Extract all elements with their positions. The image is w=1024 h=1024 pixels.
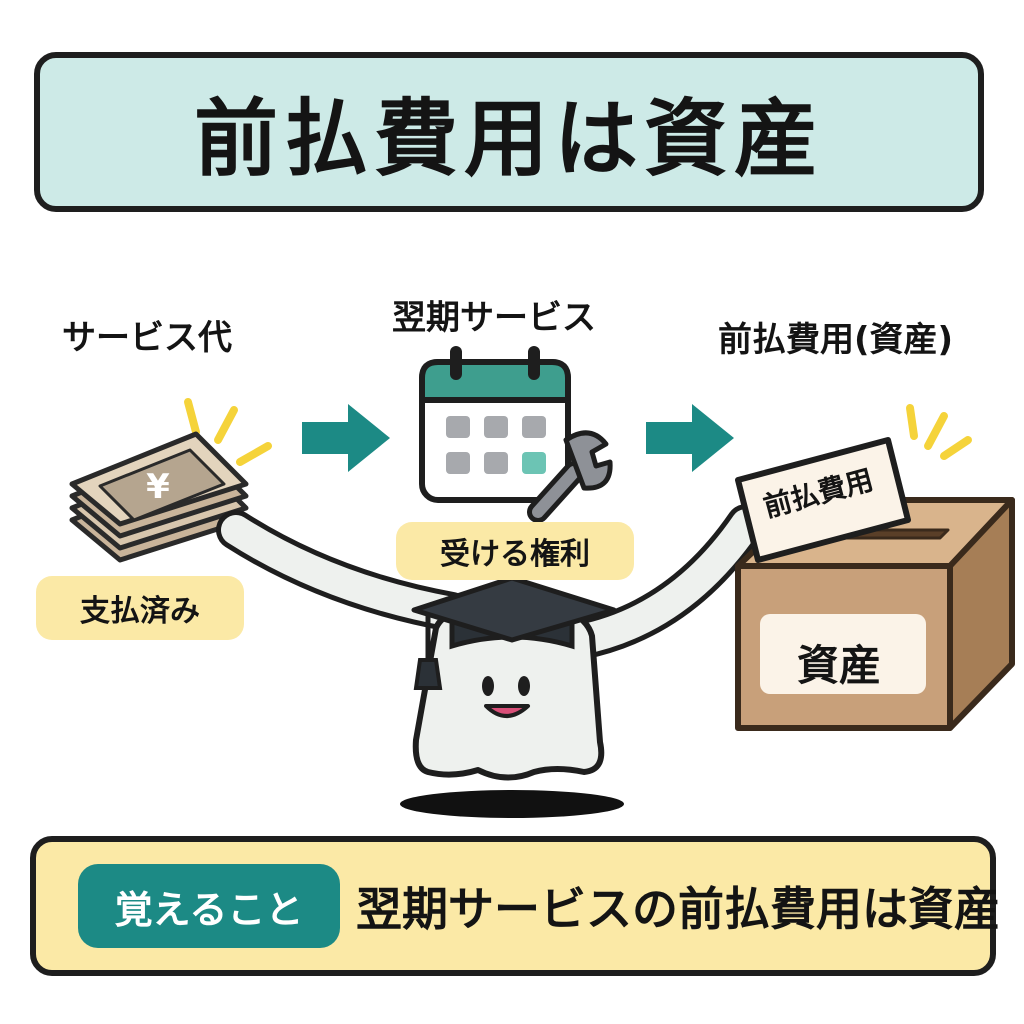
- sparkle-right-icon: [906, 404, 972, 460]
- character-eye: [482, 676, 494, 696]
- remember-badge: 覚えること: [78, 864, 340, 948]
- character-mouth: [484, 704, 530, 718]
- graduation-cap-icon: [411, 575, 617, 690]
- step-label-asset: 前払費用(資産): [718, 320, 954, 360]
- title-banner: 前払費用は資産: [34, 52, 984, 212]
- step-label-payment: サービス代: [62, 318, 232, 358]
- calendar-icon: [419, 346, 571, 503]
- remember-banner: 覚えること 翌期サービスの前払費用は資産: [30, 836, 1000, 976]
- yen-symbol: ¥: [146, 467, 170, 507]
- prepaid-tag-card: [735, 437, 911, 563]
- arrow-right-icon: [302, 404, 390, 472]
- pill-right-to-receive: 受ける権利: [396, 522, 634, 580]
- asset-box-label-plate: [760, 614, 926, 694]
- character-shadow: [400, 790, 624, 818]
- pill-paid: 支払済み: [36, 576, 244, 640]
- wrench-icon: [527, 430, 613, 523]
- remember-text: 翌期サービスの前払費用は資産: [356, 882, 1000, 936]
- step-label-service: 翌期サービス: [392, 298, 596, 338]
- arrow-right-icon: [646, 404, 734, 472]
- sparkle-left-icon: [184, 398, 272, 466]
- money-stack-icon: [69, 431, 249, 563]
- character-eye: [518, 676, 530, 696]
- asset-box-label: 資産: [797, 641, 882, 690]
- page-title: 前払費用は資産: [193, 89, 824, 188]
